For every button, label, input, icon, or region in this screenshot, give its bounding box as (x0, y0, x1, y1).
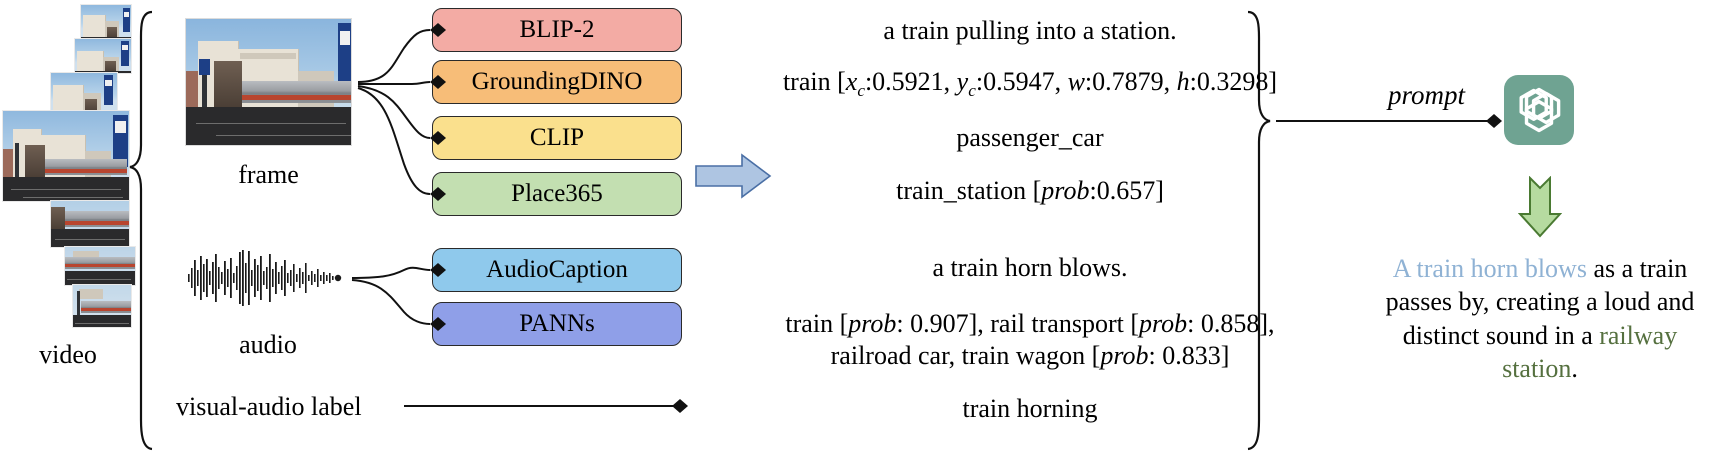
output-audio-caption: a train horn blows. (932, 253, 1128, 282)
detection-object: train (782, 67, 831, 96)
place-label: train_station (896, 176, 1027, 205)
model-box-blip2[interactable]: BLIP-2 (432, 8, 682, 52)
model-label: PANNs (519, 310, 595, 337)
model-label: AudioCaption (486, 256, 628, 283)
response-middle-segment: as a train passes by, creating a loud an… (1385, 254, 1695, 350)
detection-xc-sub: c (857, 81, 865, 101)
detection-yc-sub: c (968, 81, 976, 101)
panns-prob-key-1: prob (848, 309, 897, 338)
detection-yc: 0.5947 (983, 67, 1055, 96)
diamond-endpoint-icon (430, 23, 446, 201)
prompt-label: prompt (1388, 80, 1466, 110)
model-label: GroundingDINO (471, 68, 643, 95)
detection-yc-key: y (956, 67, 969, 96)
panns-seg-d: 0.858], railroad car, train wagon [ (830, 309, 1275, 370)
output-place: train_station [prob:0.657] (896, 176, 1164, 205)
frame-input-label: frame (238, 160, 299, 189)
audio-waveform-icon (188, 250, 342, 306)
panns-prob-key-2: prob (1139, 309, 1188, 338)
response-end-segment: . (1571, 353, 1578, 383)
output-visual-audio-value: train horning (962, 394, 1098, 423)
output-detection: train [xc:0.5921, yc:0.5947, w:0.7879, h… (782, 67, 1278, 101)
detection-w: 0.7879 (1092, 67, 1164, 96)
model-label: CLIP (529, 124, 585, 151)
detection-xc: 0.5921 (872, 67, 944, 96)
diamond-endpoint-icon (1486, 114, 1502, 128)
detection-xc-key: x (845, 67, 858, 96)
output-clip-class: passenger_car (956, 123, 1104, 152)
response-green-segment: railway station (1502, 320, 1678, 383)
output-panns-tags: train [prob: 0.907], rail transport [pro… (745, 308, 1315, 371)
down-block-arrow-icon (1518, 176, 1562, 238)
film-frame-stack-icon (2, 4, 136, 334)
audio-input-label: audio (239, 330, 297, 359)
panns-seg-e: : 0.833] (1148, 340, 1230, 370)
model-box-place365[interactable]: Place365 (432, 172, 682, 216)
model-box-audiocaption[interactable]: AudioCaption (432, 248, 682, 292)
llm-response-text: A train horn blows as a train passes by,… (1372, 252, 1708, 385)
panns-seg-b: : 0.907], rail transport [ (896, 309, 1139, 338)
output-caption: a train pulling into a station. (883, 16, 1177, 45)
visual-audio-label: visual-audio label (176, 392, 362, 421)
model-box-groundingdino[interactable]: GroundingDINO (432, 60, 682, 104)
model-label: BLIP-2 (519, 16, 595, 43)
place-prob-key: prob (1041, 176, 1090, 205)
openai-chatgpt-logo-icon[interactable] (1504, 75, 1574, 145)
detection-h-key: h (1176, 67, 1190, 96)
model-label: Place365 (511, 180, 603, 207)
place-prob: 0.657 (1096, 176, 1156, 205)
response-blue-segment: A train horn blows (1392, 254, 1587, 283)
left-curly-brace-icon (129, 10, 153, 451)
right-curly-brace-icon (1247, 10, 1271, 451)
panns-seg-c: : (1187, 309, 1195, 338)
video-input-label: video (39, 340, 97, 369)
video-frame-image-icon (185, 18, 352, 146)
model-box-panns[interactable]: PANNs (432, 302, 682, 346)
detection-h: 0.3298 (1196, 67, 1269, 96)
panns-prob-key-3: prob (1100, 340, 1149, 370)
panns-seg-a: train [ (785, 309, 849, 338)
diamond-endpoint-icon (672, 399, 688, 413)
diamond-endpoint-icon (430, 263, 446, 331)
right-block-arrow-icon (695, 153, 772, 199)
model-box-clip[interactable]: CLIP (432, 116, 682, 160)
detection-w-key: w (1067, 67, 1085, 96)
